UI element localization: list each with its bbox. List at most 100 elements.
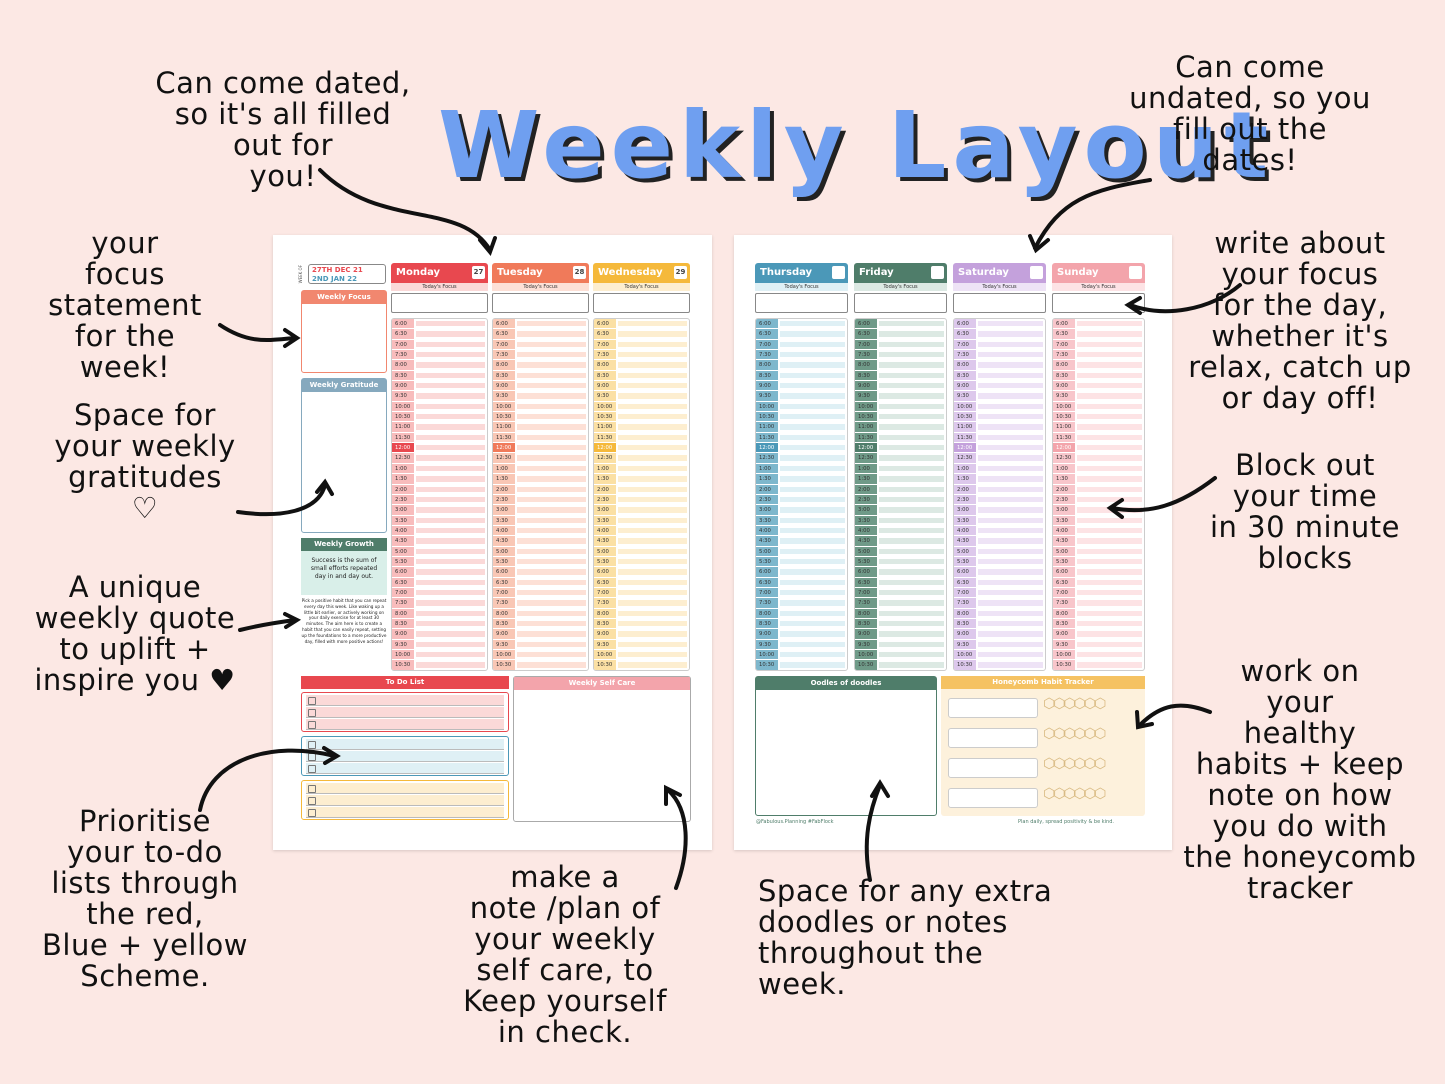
time-slot[interactable]: 7:00 — [392, 587, 487, 599]
time-slot[interactable]: 10:00 — [756, 650, 847, 661]
today-focus-field[interactable] — [593, 293, 690, 313]
time-slot[interactable]: 11:30 — [756, 432, 847, 444]
day-date-box[interactable]: 29 — [674, 266, 687, 279]
time-slot[interactable]: 10:00 — [855, 401, 946, 413]
habit-name-field[interactable] — [948, 758, 1038, 778]
time-slot[interactable]: 11:00 — [594, 422, 689, 433]
time-slot[interactable]: 8:30 — [493, 370, 588, 382]
time-slot[interactable]: 2:30 — [756, 494, 847, 506]
time-slot[interactable]: 9:30 — [954, 391, 1045, 402]
time-slot[interactable]: 9:00 — [855, 629, 946, 640]
time-slot[interactable]: 3:00 — [954, 505, 1045, 516]
time-slot[interactable]: 1:30 — [493, 474, 588, 485]
time-slot[interactable]: 7:00 — [954, 339, 1045, 351]
time-slot[interactable]: 4:00 — [392, 525, 487, 537]
time-slot[interactable]: 6:00 — [855, 567, 946, 578]
time-slot[interactable]: 12:30 — [954, 453, 1045, 464]
time-slot[interactable]: 10:00 — [954, 401, 1045, 413]
time-slot[interactable]: 8:30 — [954, 370, 1045, 382]
time-slot[interactable]: 5:00 — [392, 546, 487, 557]
time-slot[interactable]: 10:30 — [392, 660, 487, 670]
time-slot[interactable]: 7:00 — [954, 587, 1045, 599]
time-slot[interactable]: 8:30 — [954, 618, 1045, 630]
time-slot[interactable]: 1:00 — [493, 463, 588, 475]
checkbox[interactable] — [308, 721, 316, 729]
time-slot[interactable]: 2:00 — [392, 484, 487, 495]
time-slot[interactable]: 8:30 — [855, 370, 946, 382]
honeycomb-cells[interactable]: ⬡⬡⬡⬡⬡⬡ — [1043, 786, 1106, 802]
time-slot[interactable]: 8:00 — [493, 608, 588, 619]
time-slot[interactable]: 7:00 — [855, 587, 946, 599]
time-slot[interactable]: 7:30 — [756, 598, 847, 609]
time-slot[interactable]: 5:00 — [594, 546, 689, 557]
time-slot[interactable]: 7:00 — [594, 339, 689, 351]
time-slot[interactable]: 5:30 — [392, 556, 487, 568]
time-slot[interactable]: 1:30 — [594, 474, 689, 485]
time-slot[interactable]: 12:00 — [1053, 443, 1144, 454]
time-slot[interactable]: 7:00 — [1053, 339, 1144, 351]
time-slot[interactable]: 8:30 — [1053, 618, 1144, 630]
time-slot[interactable]: 6:00 — [954, 319, 1045, 330]
time-slot[interactable]: 9:30 — [594, 391, 689, 402]
time-slot[interactable]: 10:30 — [594, 660, 689, 670]
today-focus-field[interactable] — [953, 293, 1046, 313]
time-slot[interactable]: 8:00 — [756, 608, 847, 619]
time-slot[interactable]: 8:30 — [756, 370, 847, 382]
time-slot[interactable]: 2:30 — [594, 494, 689, 506]
time-slot[interactable]: 8:30 — [756, 618, 847, 630]
time-slot[interactable]: 10:30 — [493, 660, 588, 670]
time-slot[interactable]: 11:00 — [1053, 422, 1144, 433]
time-slot[interactable]: 9:00 — [392, 381, 487, 392]
time-slot[interactable]: 9:30 — [855, 391, 946, 402]
time-slot[interactable]: 1:00 — [1053, 463, 1144, 475]
time-slot[interactable]: 10:30 — [1053, 412, 1144, 423]
habit-name-field[interactable] — [948, 698, 1038, 718]
time-slot[interactable]: 6:30 — [493, 577, 588, 588]
time-slot[interactable]: 6:00 — [594, 319, 689, 330]
day-date-box[interactable]: 28 — [573, 266, 586, 279]
time-slot[interactable]: 6:30 — [1053, 577, 1144, 588]
time-slot[interactable]: 7:30 — [855, 350, 946, 361]
todo-panel[interactable]: To Do List — [301, 676, 509, 822]
todo-item[interactable] — [306, 763, 504, 774]
time-slot[interactable]: 8:00 — [392, 608, 487, 619]
time-slot[interactable]: 3:30 — [954, 515, 1045, 526]
time-slot[interactable]: 2:00 — [954, 484, 1045, 495]
time-slot[interactable]: 8:00 — [954, 360, 1045, 371]
time-slot[interactable]: 7:00 — [855, 339, 946, 351]
time-slot[interactable]: 6:00 — [493, 319, 588, 330]
time-slot[interactable]: 6:30 — [954, 577, 1045, 588]
checkbox[interactable] — [308, 765, 316, 773]
time-slot[interactable]: 11:00 — [392, 422, 487, 433]
time-slot[interactable]: 9:30 — [855, 639, 946, 650]
honeycomb-panel[interactable]: Honeycomb Habit Tracker ⬡⬡⬡⬡⬡⬡ ⬡⬡⬡⬡⬡⬡ ⬡⬡… — [941, 676, 1145, 816]
todo-item[interactable] — [306, 707, 504, 718]
checkbox[interactable] — [308, 809, 316, 817]
time-slot[interactable]: 2:30 — [855, 494, 946, 506]
time-slot[interactable]: 5:00 — [493, 546, 588, 557]
habit-name-field[interactable] — [948, 788, 1038, 808]
time-slot[interactable]: 11:30 — [954, 432, 1045, 444]
time-slot[interactable]: 8:30 — [493, 618, 588, 630]
time-slot[interactable]: 10:00 — [392, 401, 487, 413]
time-slot[interactable]: 6:30 — [392, 577, 487, 588]
doodles-panel[interactable]: Oodles of doodles — [755, 676, 937, 816]
time-slot[interactable]: 1:30 — [1053, 474, 1144, 485]
time-slot[interactable]: 12:30 — [594, 453, 689, 464]
time-slot[interactable]: 7:30 — [855, 598, 946, 609]
checkbox[interactable] — [308, 709, 316, 717]
time-slot[interactable]: 6:00 — [954, 567, 1045, 578]
time-slot[interactable]: 12:00 — [855, 443, 946, 454]
honeycomb-cells[interactable]: ⬡⬡⬡⬡⬡⬡ — [1043, 756, 1106, 772]
time-slot[interactable]: 5:30 — [493, 556, 588, 568]
self-care-panel[interactable]: Weekly Self Care — [513, 676, 691, 822]
time-slot[interactable]: 12:30 — [493, 453, 588, 464]
time-slot[interactable]: 1:30 — [392, 474, 487, 485]
time-slot[interactable]: 10:00 — [392, 650, 487, 661]
time-slot[interactable]: 5:30 — [954, 556, 1045, 568]
time-slot[interactable]: 7:30 — [594, 598, 689, 609]
time-slot[interactable]: 6:30 — [493, 329, 588, 340]
time-slot[interactable]: 2:30 — [392, 494, 487, 506]
time-slot[interactable]: 9:00 — [594, 381, 689, 392]
time-slot[interactable]: 12:00 — [493, 443, 588, 454]
